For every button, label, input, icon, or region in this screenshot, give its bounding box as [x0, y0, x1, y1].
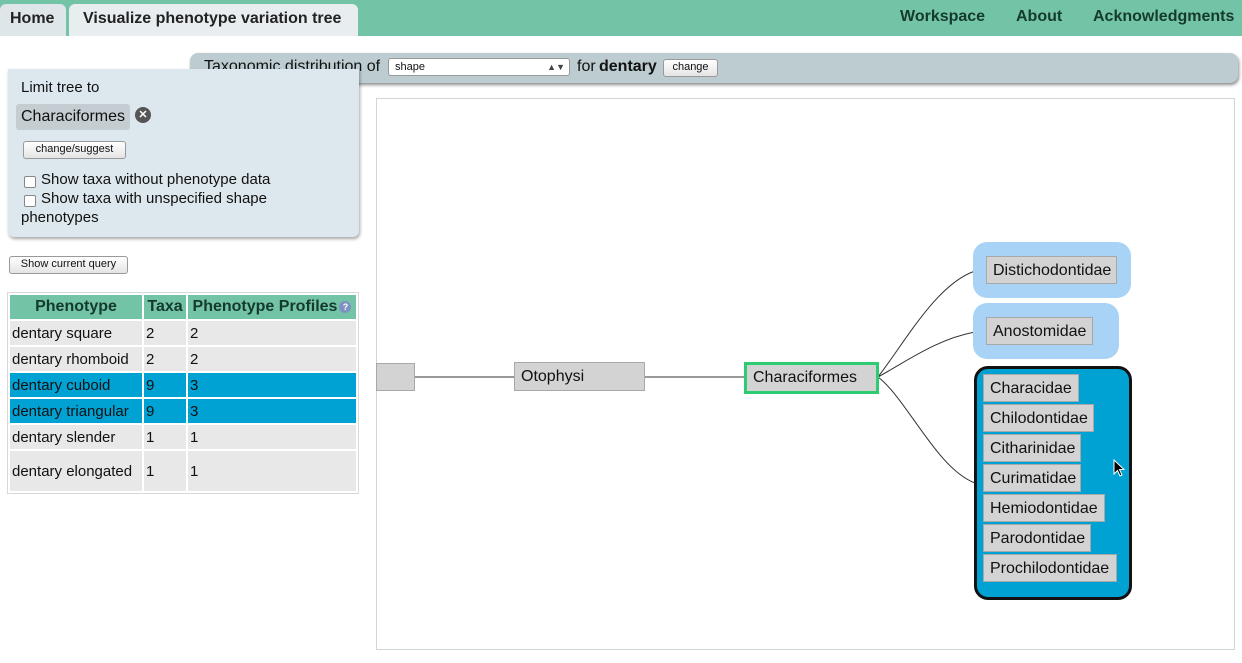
mouse-cursor-icon	[1113, 459, 1126, 477]
cell-taxa: 1	[144, 425, 186, 449]
show-unspecified-label: Show taxa with unspecified shape	[41, 190, 267, 207]
cell-taxa: 2	[144, 321, 186, 345]
cell-profiles: 2	[188, 347, 356, 371]
tree-node-chilodontidae[interactable]: Chilodontidae	[983, 404, 1094, 432]
nav-link-acknowledgments[interactable]: Acknowledgments	[1093, 8, 1235, 25]
cell-profiles: 1	[188, 425, 356, 449]
tree-node-hemiodontidae[interactable]: Hemiodontidae	[983, 494, 1105, 522]
change-suggest-button[interactable]: change/suggest	[23, 141, 126, 159]
taxon-chip: Characiformes	[16, 104, 130, 130]
quality-select-value: shape	[395, 61, 425, 73]
tree-node-prochilodontidae[interactable]: Prochilodontidae	[983, 554, 1117, 582]
cell-phenotype: dentary triangular	[10, 399, 142, 423]
phenotype-table: Phenotype Taxa Phenotype Profiles? denta…	[7, 292, 359, 494]
tab-visualize-tree[interactable]: Visualize phenotype variation tree	[69, 4, 358, 36]
col-header-profiles[interactable]: Phenotype Profiles?	[188, 295, 356, 319]
cell-phenotype: dentary cuboid	[10, 373, 142, 397]
tree-node-otophysi[interactable]: Otophysi	[514, 362, 645, 391]
tree-node-citharinidae[interactable]: Citharinidae	[983, 434, 1081, 462]
cell-taxa: 9	[144, 373, 186, 397]
cell-profiles: 1	[188, 451, 356, 491]
tree-node-curimatidae[interactable]: Curimatidae	[983, 464, 1081, 492]
tree-node-characiformes-selected[interactable]: Characiformes	[744, 362, 879, 394]
cell-phenotype: dentary slender	[10, 425, 142, 449]
info-icon[interactable]: ?	[339, 301, 352, 313]
quality-select[interactable]: shape ▲▼	[388, 58, 570, 76]
nav-link-about[interactable]: About	[1016, 8, 1063, 25]
cell-profiles: 3	[188, 373, 356, 397]
cell-taxa: 2	[144, 347, 186, 371]
change-entity-button[interactable]: change	[663, 59, 718, 77]
tree-edges	[415, 270, 976, 484]
show-taxa-without-data-label: Show taxa without phenotype data	[41, 171, 271, 188]
nav-link-workspace[interactable]: Workspace	[900, 8, 986, 25]
tab-home[interactable]: Home	[0, 4, 66, 36]
cell-taxa: 1	[144, 451, 186, 491]
query-entity-label: dentary	[599, 58, 657, 75]
col-header-taxa[interactable]: Taxa	[144, 295, 186, 319]
show-unspecified-checkbox[interactable]	[24, 195, 36, 207]
col-header-phenotype[interactable]: Phenotype	[10, 295, 142, 319]
tree-node-parodontidae[interactable]: Parodontidae	[983, 524, 1091, 552]
cell-taxa: 9	[144, 399, 186, 423]
ancestor-node-stub[interactable]	[376, 363, 415, 391]
cell-profiles: 3	[188, 399, 356, 423]
show-unspecified-label-cont: phenotypes	[21, 209, 99, 226]
query-for-label: for	[577, 58, 596, 75]
cell-phenotype: dentary rhomboid	[10, 347, 142, 371]
chevron-updown-icon: ▲▼	[547, 62, 565, 72]
show-taxa-without-data-checkbox[interactable]	[24, 176, 36, 188]
col-header-profiles-label: Phenotype Profiles	[192, 298, 338, 315]
table-header-row: Phenotype Taxa Phenotype Profiles?	[10, 295, 356, 319]
cell-phenotype: dentary square	[10, 321, 142, 345]
tree-node-characidae[interactable]: Characidae	[983, 374, 1079, 402]
cell-profiles: 2	[188, 321, 356, 345]
show-current-query-button[interactable]: Show current query	[9, 256, 128, 274]
top-nav-bar: Home Visualize phenotype variation tree …	[0, 0, 1242, 36]
remove-icon[interactable]: ✕	[135, 107, 151, 123]
tree-node-distichodontidae[interactable]: Distichodontidae	[986, 256, 1117, 284]
tree-node-anostomidae[interactable]: Anostomidae	[986, 317, 1093, 345]
cell-phenotype: dentary elongated	[10, 451, 142, 491]
limit-title: Limit tree to	[21, 79, 100, 96]
